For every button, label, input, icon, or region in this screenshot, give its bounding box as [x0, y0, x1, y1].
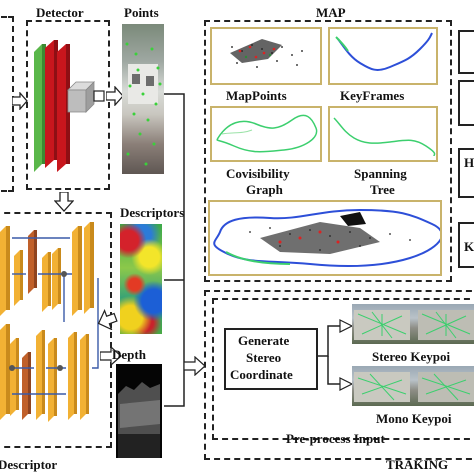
descriptors-heatmap [120, 224, 162, 334]
spanning-label-line2: Tree [370, 182, 395, 197]
mono-keypoints-label: Mono Keypoi [376, 411, 452, 426]
spanning-tree-image [328, 106, 438, 162]
points-keypoint-image [122, 24, 164, 174]
detector-label: Detector [36, 5, 84, 20]
generate-label-line1: Generate [238, 333, 290, 348]
right-letter-k: K [464, 239, 474, 254]
stereo-keypoints-image [352, 304, 474, 344]
right-box-h [458, 148, 474, 198]
generate-stereo-coordinate-box[interactable] [224, 328, 318, 390]
arrow-to-depth-map [100, 346, 122, 366]
right-letter-h: H [464, 155, 474, 170]
map-points-image [210, 27, 322, 85]
key-frames-label: KeyFrames [340, 88, 405, 103]
descriptor-network-diagram [0, 222, 99, 422]
generate-label-line3: Coordinate [230, 367, 293, 382]
stereo-keypoints-label: Stereo Keypoi [372, 349, 451, 364]
covisibility-graph-image [210, 106, 322, 162]
map-box [204, 20, 452, 282]
arrows-generate-to-keypoints [318, 319, 354, 391]
arrow-into-preprocess [184, 356, 206, 376]
detector-network-diagram [34, 40, 105, 172]
tracking-box [204, 290, 474, 460]
covisibility-label-line1: Covisibility [226, 166, 290, 181]
preprocess-label: Pre-process Input [286, 431, 385, 446]
descriptor-bottom-label: Descriptor [0, 457, 58, 472]
right-box-k [458, 222, 474, 268]
connector-lines-to-map [164, 93, 185, 407]
preprocess-box [212, 298, 474, 440]
covisibility-label-line2: Graph [246, 182, 283, 197]
points-label: Points [124, 5, 159, 20]
spanning-label-line1: Spanning [354, 166, 407, 181]
depth-label: Depth [112, 347, 146, 362]
arrow-detector-down [54, 192, 74, 212]
right-box-middle [458, 80, 474, 126]
key-frames-image [328, 27, 438, 85]
depth-image [116, 364, 162, 458]
map-points-label: MapPoints [226, 88, 287, 103]
mono-keypoints-image [352, 366, 474, 406]
descriptor-box [0, 212, 112, 448]
descriptors-label: Descriptors [120, 205, 185, 220]
right-box-top [458, 30, 474, 74]
arrow-detector-to-points [106, 86, 124, 106]
detector-box [26, 20, 110, 190]
arrow-to-descriptors-map [97, 309, 118, 330]
arrow-into-detector [12, 92, 28, 110]
combined-map-image [208, 200, 442, 276]
generate-label-line2: Stereo [246, 350, 282, 365]
map-title: MAP [316, 5, 346, 20]
tracking-label: TRAKING [386, 457, 449, 472]
